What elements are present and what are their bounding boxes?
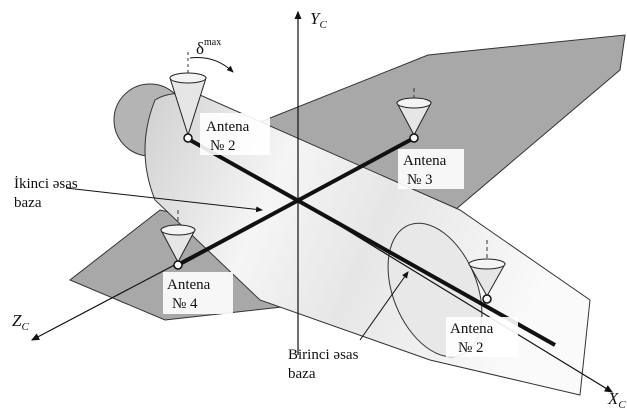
- antenna-4: [160, 210, 196, 270]
- antenna-3: [396, 88, 432, 143]
- second-base-label-line1: İkinci əsas: [14, 176, 78, 192]
- antenna-4-label-line2: № 4: [172, 296, 198, 312]
- second-base-line: [177, 136, 415, 267]
- antenna-3-label-line2: № 3: [407, 172, 433, 188]
- first-base-line: [189, 138, 556, 347]
- first-base-label-line1: Birinci əsas: [288, 347, 359, 363]
- y-axis-label: YC: [310, 9, 327, 31]
- antenna-2-bottom-label-line1: Antena: [450, 321, 494, 337]
- first-base-pointer: [359, 271, 409, 341]
- first-base-label-line2: baza: [288, 366, 316, 382]
- antenna-2-bottom: [468, 240, 506, 304]
- antenna-2-top-label-line2: № 2: [210, 138, 236, 154]
- second-base-pointer: [65, 187, 263, 213]
- delta-max-label: δmax: [196, 37, 221, 58]
- antenna-4-label-line1: Antena: [167, 277, 211, 293]
- x-axis-label: XC: [607, 389, 626, 411]
- second-base-label-line2: baza: [14, 195, 42, 211]
- antenna-2-bottom-label-line2: № 2: [458, 340, 484, 356]
- z-axis-label: ZC: [12, 311, 29, 333]
- antenna-2-top: [169, 70, 207, 143]
- delta-angle-arc: [189, 57, 234, 73]
- antenna-2-top-label-line1: Antena: [206, 119, 250, 135]
- antenna-3-label-line1: Antena: [403, 153, 447, 169]
